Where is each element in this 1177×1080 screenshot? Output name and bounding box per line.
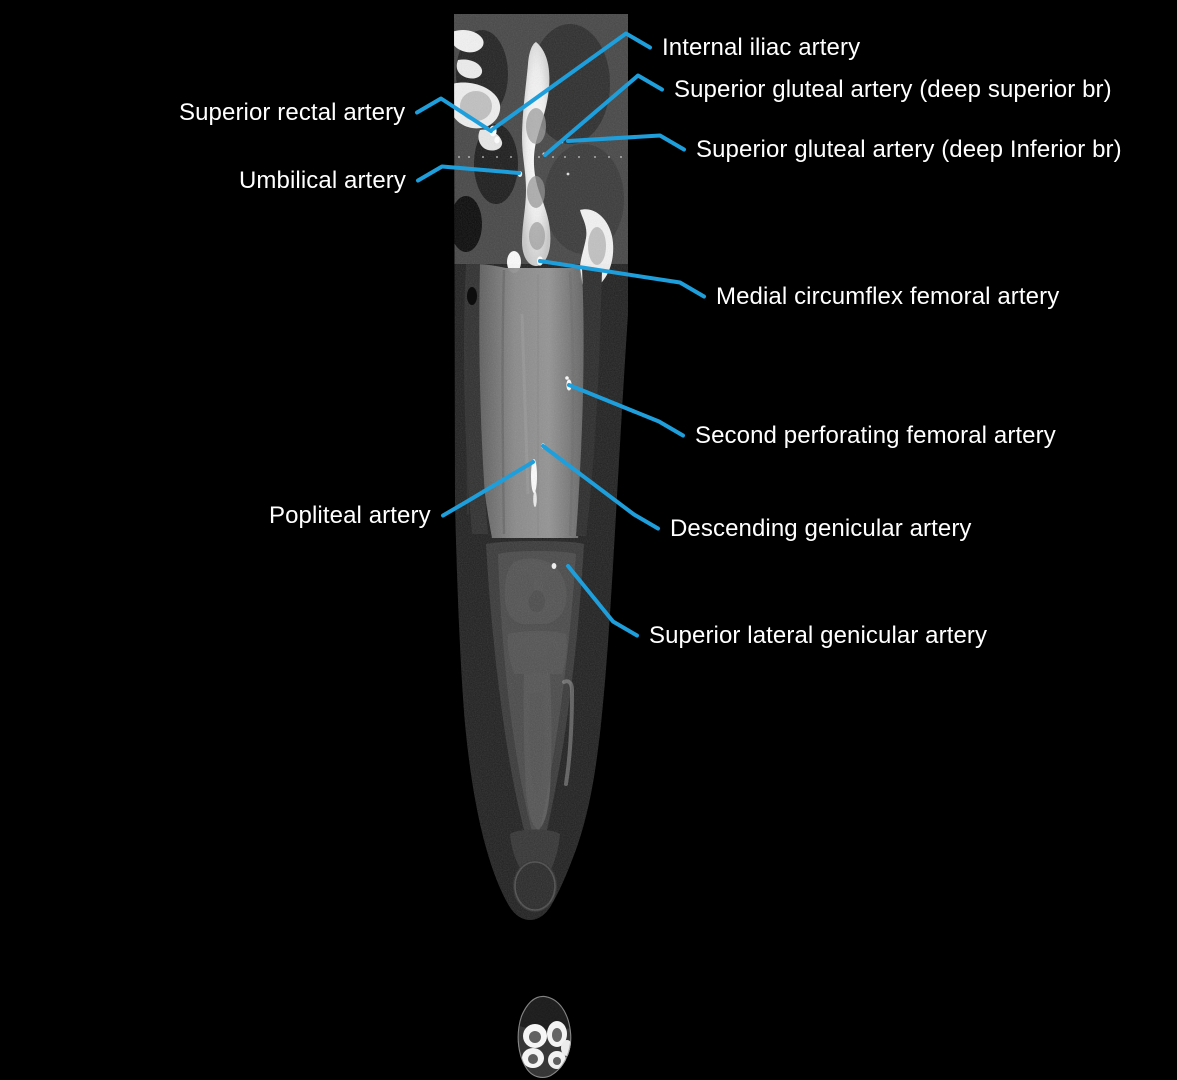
- ct-coronal-image: [452, 14, 630, 924]
- ct-axial-foot-svg: [505, 992, 585, 1080]
- label-descending-genicular-artery: Descending genicular artery: [670, 515, 972, 542]
- label-medial-circumflex-femoral-artery: Medial circumflex femoral artery: [716, 283, 1060, 310]
- label-superior-lateral-genicular-artery: Superior lateral genicular artery: [649, 622, 988, 649]
- ct-coronal-svg: [452, 14, 630, 924]
- label-internal-iliac-artery: Internal iliac artery: [662, 34, 861, 61]
- label-superior-gluteal-artery-deep-inferior-br: Superior gluteal artery (deep Inferior b…: [696, 136, 1122, 163]
- ct-axial-foot-image: [505, 992, 585, 1080]
- label-superior-rectal-artery: Superior rectal artery: [179, 99, 406, 126]
- label-second-perforating-femoral-artery: Second perforating femoral artery: [695, 422, 1056, 449]
- label-umbilical-artery: Umbilical artery: [239, 167, 406, 194]
- label-popliteal-artery: Popliteal artery: [269, 502, 431, 529]
- label-superior-gluteal-artery-deep-superior-br: Superior gluteal artery (deep superior b…: [674, 76, 1112, 103]
